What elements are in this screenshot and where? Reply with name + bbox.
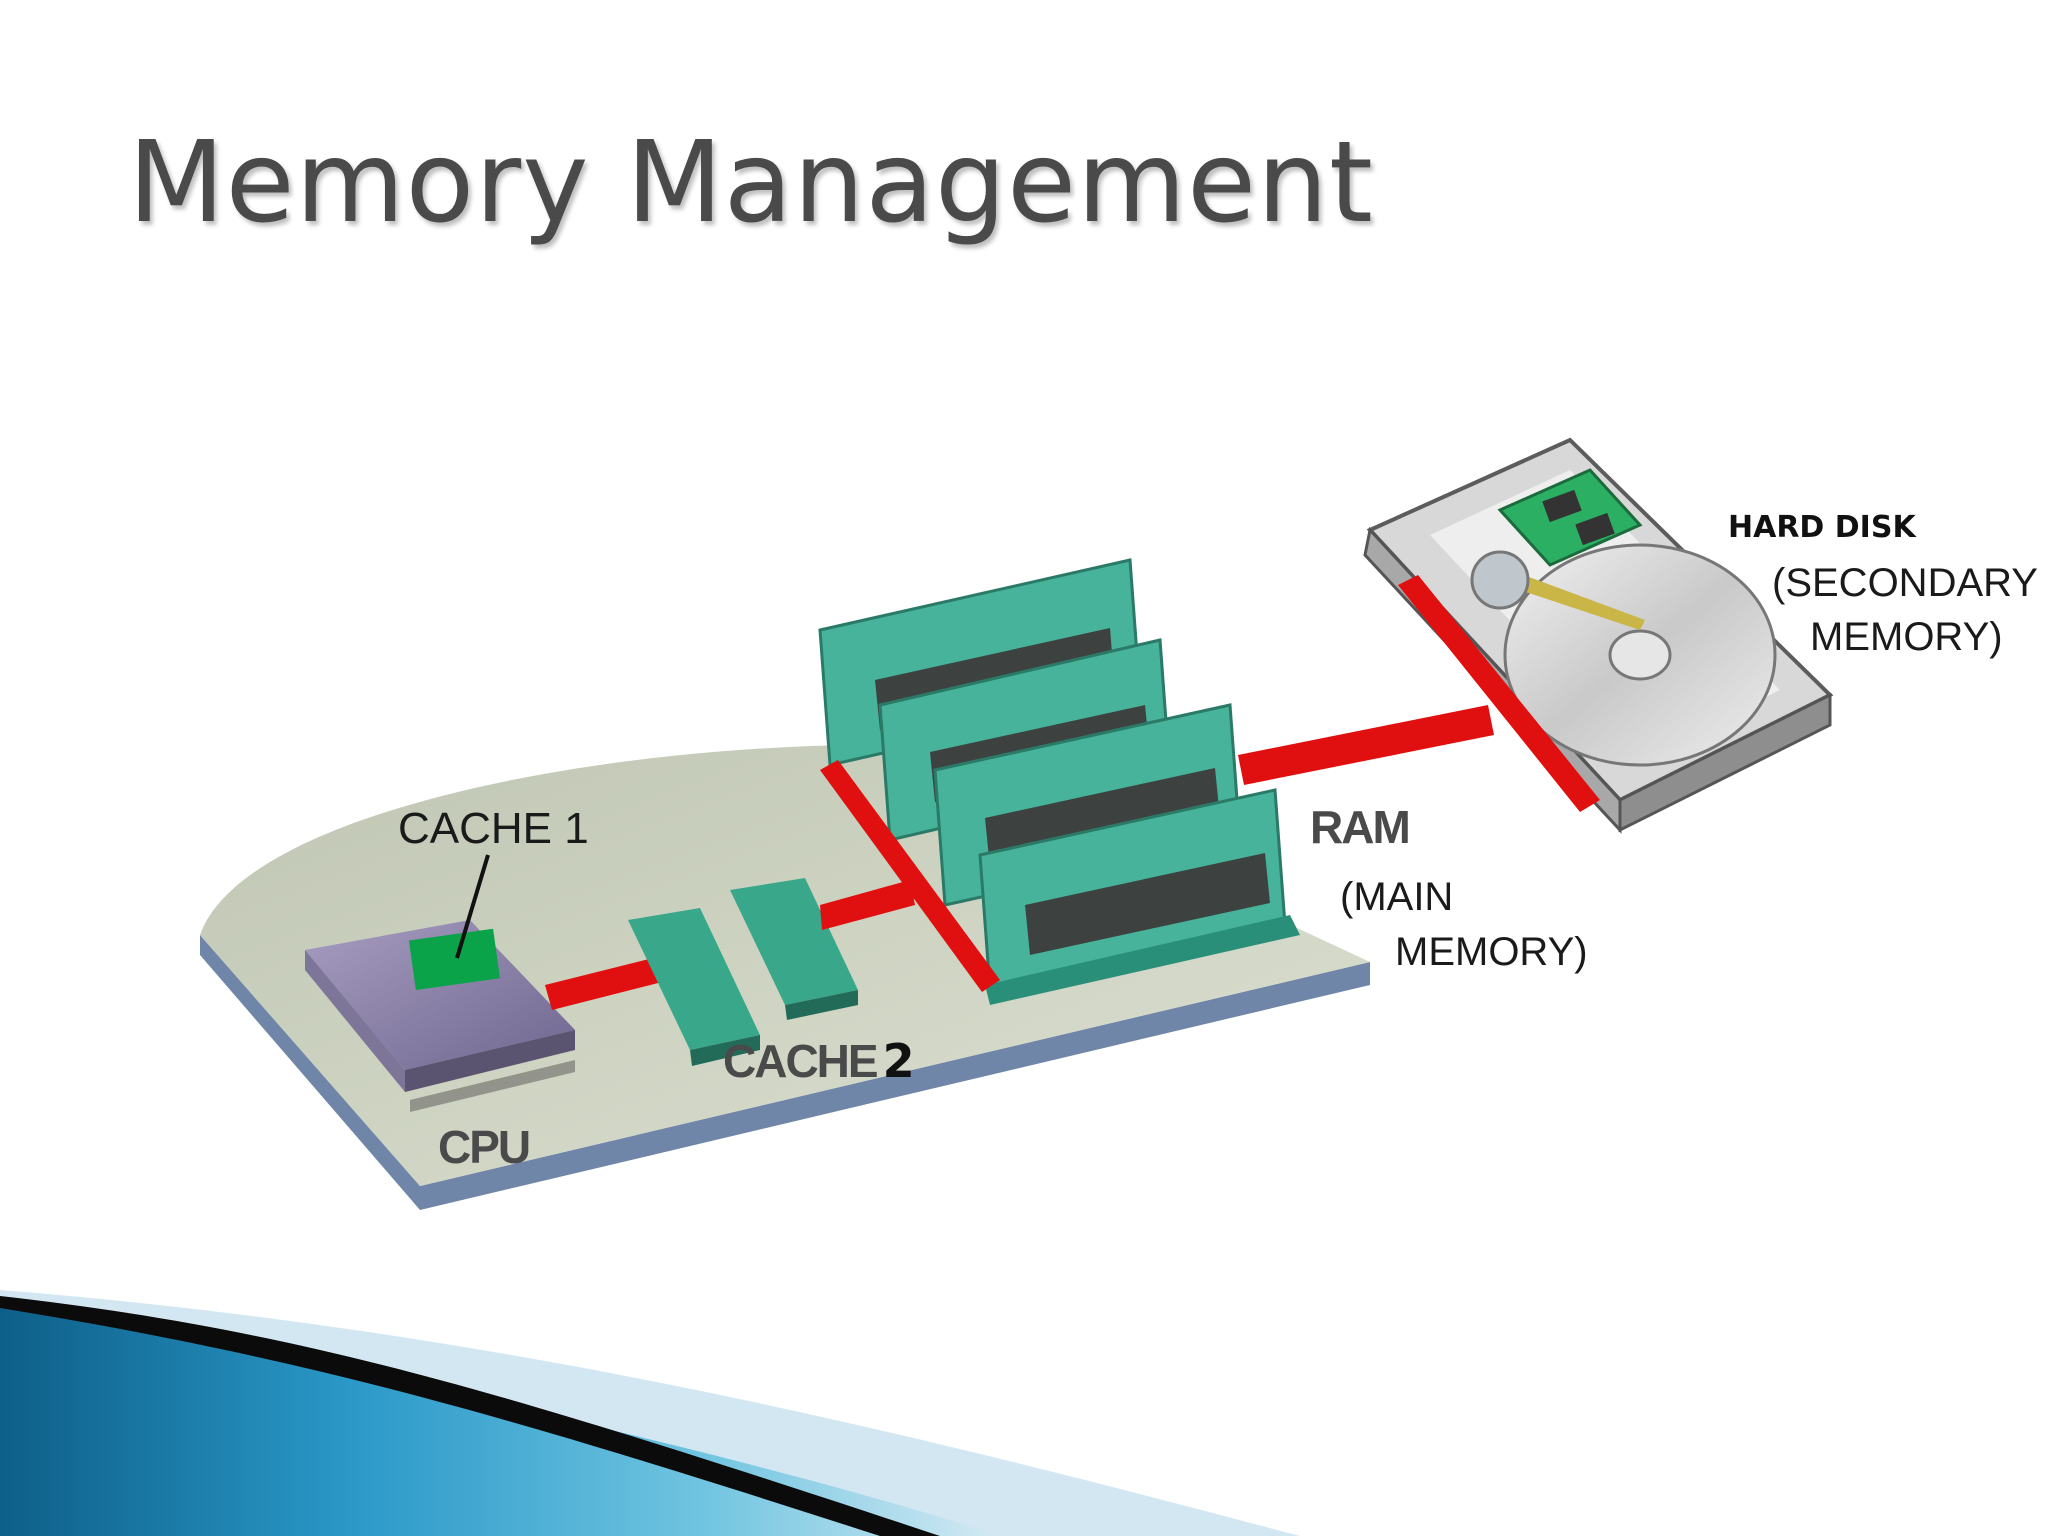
ram-label: RAM: [1310, 801, 1409, 853]
hard-disk: [1363, 437, 1834, 834]
cache1-chip: [408, 928, 501, 991]
secondary-memory-label-line1: (SECONDARY: [1772, 561, 2038, 605]
ram-connector-bar: [820, 760, 1000, 992]
cache-ram-connector: [820, 880, 915, 930]
ram-modules: [818, 558, 1300, 1005]
decorative-bottom-band: [0, 1290, 1300, 1536]
cpu-label: CPU: [438, 1121, 529, 1173]
main-memory-label-line1: (MAIN: [1340, 875, 1453, 919]
cache1-label: CACHE 1: [398, 804, 589, 853]
cache2-chips: [628, 878, 858, 1066]
cpu-chip: [305, 920, 575, 1112]
cpu-cache-connector: [545, 955, 670, 1010]
hard-disk-label: HARD DISK: [1728, 510, 1917, 545]
hdd-connector-bar: [1398, 575, 1600, 812]
cache1-pointer: [455, 854, 490, 959]
secondary-memory-label-line2: MEMORY): [1810, 615, 2003, 659]
main-memory-label-line2: MEMORY): [1395, 930, 1588, 974]
ram-hdd-connector: [1238, 705, 1494, 785]
slide-title: Memory Management: [128, 118, 1374, 248]
